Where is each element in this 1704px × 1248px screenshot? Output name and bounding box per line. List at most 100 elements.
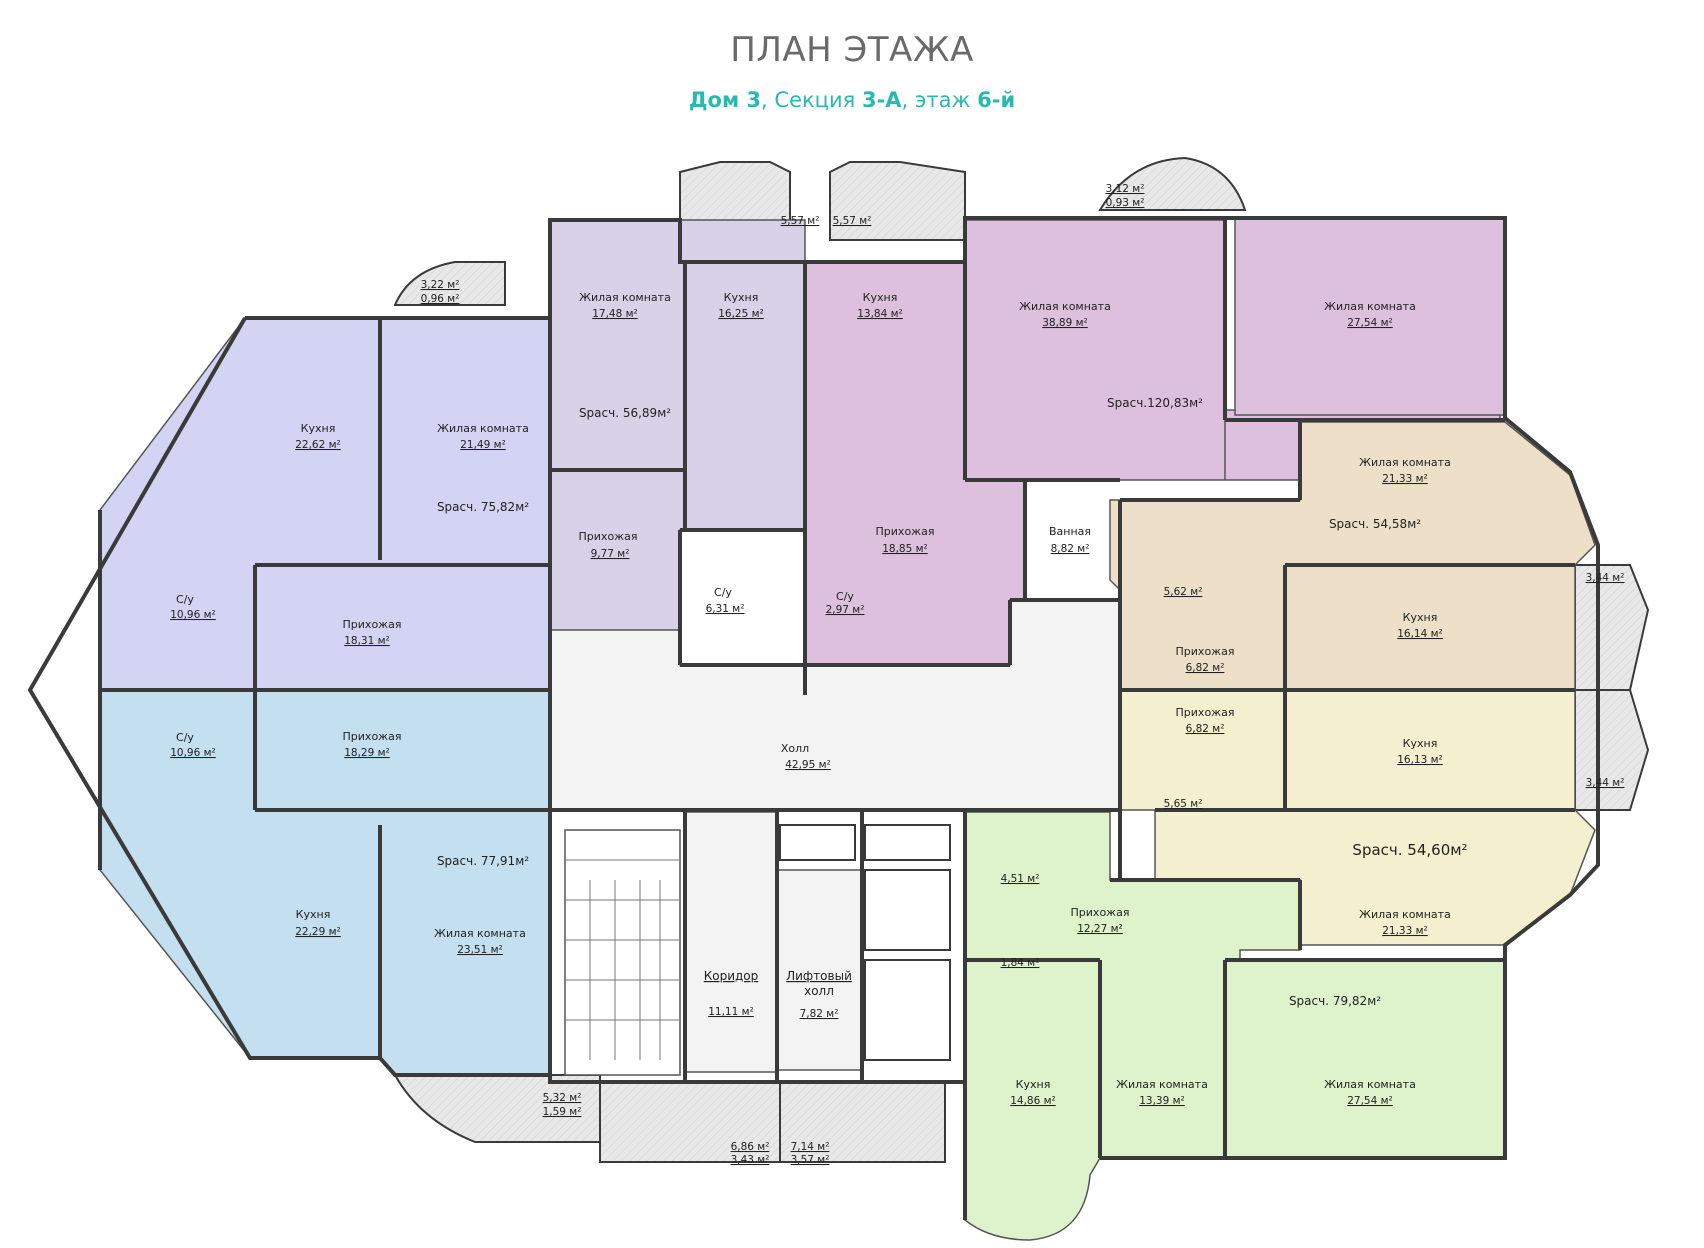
a1-kitchen-area: 16,25 м² <box>718 308 764 320</box>
corridor-fill[interactable] <box>684 811 778 1073</box>
a2-hall-name: Прихожая <box>876 525 935 538</box>
balcony-bottom-mid2-area-b: 3,57 м² <box>791 1154 830 1166</box>
balcony-left-area-b: 0,96 м² <box>421 293 460 305</box>
a7-total-area: Sрасч. 79,82м² <box>1289 994 1381 1008</box>
balcony-bottom-mid-area-a: 6,86 м² <box>731 1141 770 1153</box>
a7-bath2-area: 1,84 м² <box>1001 957 1040 969</box>
a2-living1-name: Жилая комната <box>1019 300 1111 313</box>
a5-living-area: 21,33 м² <box>1382 473 1428 485</box>
balcony-top2-area: 5,57 м² <box>833 215 872 227</box>
a4-living-area: 23,51 м² <box>457 944 503 956</box>
subtitle-sep-2: , <box>901 88 915 112</box>
page-title: ПЛАН ЭТАЖА <box>730 30 974 70</box>
balcony-bottom-mid2-area-a: 7,14 м² <box>791 1141 830 1153</box>
a4-total-area: Sрасч. 77,91м² <box>437 854 529 868</box>
stair-lines <box>565 859 680 1060</box>
balcony-top-right-area-b: 0,93 м² <box>1106 197 1145 209</box>
labels: Жилая комната 17,48 м² Кухня 16,25 м² Sр… <box>170 183 1624 1166</box>
section-word: Секция <box>774 88 862 112</box>
a3-bath-name: С/у <box>176 593 194 606</box>
stairs-fill <box>564 829 681 1076</box>
balcony-left-area-a: 3,22 м² <box>421 279 460 291</box>
a2-bath-name: С/у <box>836 590 854 603</box>
a2-kitchen-area: 13,84 м² <box>857 308 903 320</box>
balcony-top-2[interactable] <box>829 161 966 241</box>
a2-living2-name: Жилая комната <box>1324 300 1416 313</box>
a6-living-area: 21,33 м² <box>1382 925 1428 937</box>
a1-hall-area: 9,77 м² <box>591 548 630 560</box>
a7-living2-name: Жилая комната <box>1324 1078 1416 1091</box>
a3-bath-area: 10,96 м² <box>170 609 216 621</box>
holl-area: 42,95 м² <box>785 759 831 771</box>
elevator-1 <box>864 869 951 951</box>
section-label: 3-А <box>861 88 902 112</box>
a1-bath-area: 6,31 м² <box>706 603 745 615</box>
a6-total-area: Sрасч. 54,60м² <box>1352 841 1467 859</box>
balcony-right2-area: 3,44 м² <box>1586 777 1625 789</box>
a3-hall-name: Прихожая <box>343 618 402 631</box>
a4-living-name: Жилая комната <box>434 927 526 940</box>
lift-hall-area: 7,82 м² <box>800 1008 839 1020</box>
shaft-top-1 <box>864 824 951 861</box>
a4-bath-name: С/у <box>176 731 194 744</box>
holl-name: Холл <box>781 742 809 755</box>
apt-a6-fill[interactable] <box>1119 689 1596 946</box>
a6-living-name: Жилая комната <box>1359 908 1451 921</box>
a2-bathroom-area: 8,82 м² <box>1051 543 1090 555</box>
a5-living-name: Жилая комната <box>1359 456 1451 469</box>
a7-living1-name: Жилая комната <box>1116 1078 1208 1091</box>
balcony-top-right[interactable] <box>1098 156 1247 211</box>
balcony-bottom-left[interactable] <box>393 1074 601 1143</box>
balcony-left[interactable] <box>393 261 506 306</box>
a4-hall-name: Прихожая <box>343 730 402 743</box>
a2-total-area: Sрасч.120,83м² <box>1107 396 1203 410</box>
subtitle-sep-1: , <box>761 88 775 112</box>
balcony-right-2[interactable] <box>1574 689 1650 811</box>
balcony-bottom-mid-area-b: 3,43 м² <box>731 1154 770 1166</box>
balconies <box>393 156 1650 1163</box>
a4-hall-area: 18,29 м² <box>344 747 390 759</box>
a7-bath1-area: 4,51 м² <box>1001 873 1040 885</box>
apartment-fills <box>99 217 1596 1241</box>
a1-living-name: Жилая комната <box>579 291 671 304</box>
a2-bath-area: 2,97 м² <box>826 604 865 616</box>
a3-living-area: 21,49 м² <box>460 439 506 451</box>
balcony-right1-area: 3,44 м² <box>1586 572 1625 584</box>
a1-bath-name: С/у <box>714 586 732 599</box>
corridor-name: Коридор <box>704 969 759 983</box>
a7-living2-area: 27,54 м² <box>1347 1095 1393 1107</box>
a2-living2-area: 27,54 м² <box>1347 317 1393 329</box>
a3-living-name: Жилая комната <box>437 422 529 435</box>
a5-bath-area: 5,62 м² <box>1164 586 1203 598</box>
a2-bathroom-name: Ванная <box>1049 525 1091 538</box>
a7-living1-area: 13,39 м² <box>1139 1095 1185 1107</box>
a4-bath-area: 10,96 м² <box>170 747 216 759</box>
a5-total-area: Sрасч. 54,58м² <box>1329 517 1421 531</box>
a3-total-area: Sрасч. 75,82м² <box>437 500 529 514</box>
a3-kitchen-name: Кухня <box>301 422 336 435</box>
lift-hall-name-2: холл <box>804 984 834 998</box>
a7-hall-name: Прихожая <box>1071 906 1130 919</box>
lift-hall-fill[interactable] <box>776 869 863 1071</box>
a5-hall-name: Прихожая <box>1176 645 1235 658</box>
a4-kitchen-area: 22,29 м² <box>295 926 341 938</box>
a6-hall-name: Прихожая <box>1176 706 1235 719</box>
walls <box>27 216 1600 1220</box>
elevator-2 <box>864 959 951 1061</box>
a2-living1-area: 38,89 м² <box>1042 317 1088 329</box>
a2-kitchen-name: Кухня <box>863 291 898 304</box>
balcony-top-right-area-a: 3,12 м² <box>1106 183 1145 195</box>
a1-living-area: 17,48 м² <box>592 308 638 320</box>
balcony-top1-area: 5,57 м² <box>781 215 820 227</box>
apt-a4-fill[interactable] <box>99 689 551 1076</box>
a2-hall-area: 18,85 м² <box>882 543 928 555</box>
house-label: Дом 3 <box>688 88 762 112</box>
floor-label: 6-й <box>977 88 1016 112</box>
a7-hall-area: 12,27 м² <box>1077 923 1123 935</box>
a1-total-area: Sрасч. 56,89м² <box>579 406 671 420</box>
a4-kitchen-name: Кухня <box>296 908 331 921</box>
a5-kitchen-name: Кухня <box>1403 611 1438 624</box>
a6-kitchen-area: 16,13 м² <box>1397 754 1443 766</box>
a1-hall-name: Прихожая <box>579 530 638 543</box>
